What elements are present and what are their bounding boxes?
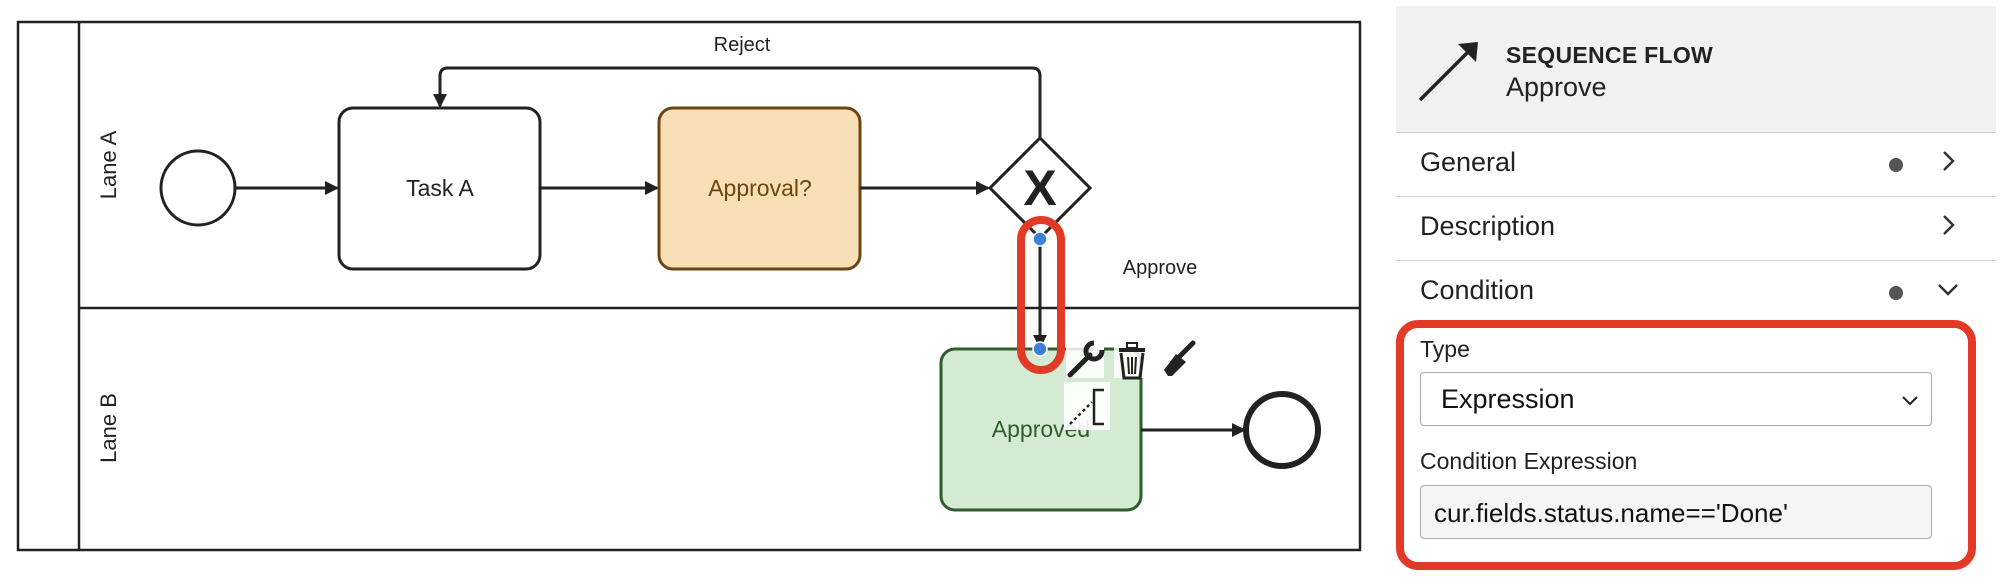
bpmn-canvas[interactable]: Lane A Lane B Task A Approval? X Approve… xyxy=(0,0,1390,584)
flow-reject[interactable] xyxy=(433,66,1042,138)
lane-b-label: Lane B xyxy=(96,393,121,463)
group-description[interactable]: Description xyxy=(1396,197,1996,261)
panel-header: SEQUENCE FLOW Approve xyxy=(1396,6,1996,133)
condition-expression-value: cur.fields.status.name=='Done' xyxy=(1434,498,1788,528)
context-pad xyxy=(1064,340,1198,430)
sequence-flow-arrow-icon xyxy=(1418,42,1478,102)
group-general-data-indicator xyxy=(1889,158,1903,172)
chevron-down-icon xyxy=(1902,396,1918,406)
chevron-right-icon[interactable] xyxy=(1936,213,1960,237)
gateway-x-symbol: X xyxy=(1023,160,1056,216)
connect-icon[interactable] xyxy=(1064,382,1110,430)
pool[interactable] xyxy=(16,20,1362,552)
condition-expression-input[interactable]: cur.fields.status.name=='Done' xyxy=(1420,485,1932,539)
start-event[interactable] xyxy=(159,149,237,227)
type-field-label: Type xyxy=(1420,336,1470,362)
element-type-label: SEQUENCE FLOW xyxy=(1506,42,1714,68)
condition-expression-label: Condition Expression xyxy=(1420,448,1638,474)
condition-type-select[interactable]: Expression xyxy=(1420,372,1932,426)
flow-approve-label: Approve xyxy=(1123,257,1198,279)
trash-icon[interactable] xyxy=(1114,340,1150,380)
element-name-label: Approve xyxy=(1506,72,1607,102)
end-event[interactable] xyxy=(1243,391,1321,469)
group-condition-label: Condition xyxy=(1420,275,1535,305)
properties-panel: SEQUENCE FLOW Approve General Descriptio… xyxy=(1396,6,2000,584)
lane-a-label: Lane A xyxy=(96,130,121,199)
paintbrush-icon[interactable] xyxy=(1160,340,1198,378)
chevron-down-icon[interactable] xyxy=(1936,277,1960,301)
group-description-label: Description xyxy=(1420,211,1556,241)
wrench-icon[interactable] xyxy=(1066,340,1105,378)
group-general[interactable]: General xyxy=(1396,133,1996,197)
group-general-label: General xyxy=(1420,147,1517,177)
group-condition-data-indicator xyxy=(1889,286,1903,300)
approval-task-label: Approval? xyxy=(708,175,812,201)
task-a-label: Task A xyxy=(406,175,474,201)
flow-waypoint-handle-bottom[interactable] xyxy=(1032,341,1048,357)
flow-waypoint-handle-top[interactable] xyxy=(1032,231,1048,247)
chevron-right-icon[interactable] xyxy=(1936,149,1960,173)
condition-type-selected-value: Expression xyxy=(1441,384,1575,414)
flow-highlight-box xyxy=(1017,216,1065,374)
flow-reject-label: Reject xyxy=(714,34,771,56)
group-condition[interactable]: Condition xyxy=(1396,261,1996,324)
